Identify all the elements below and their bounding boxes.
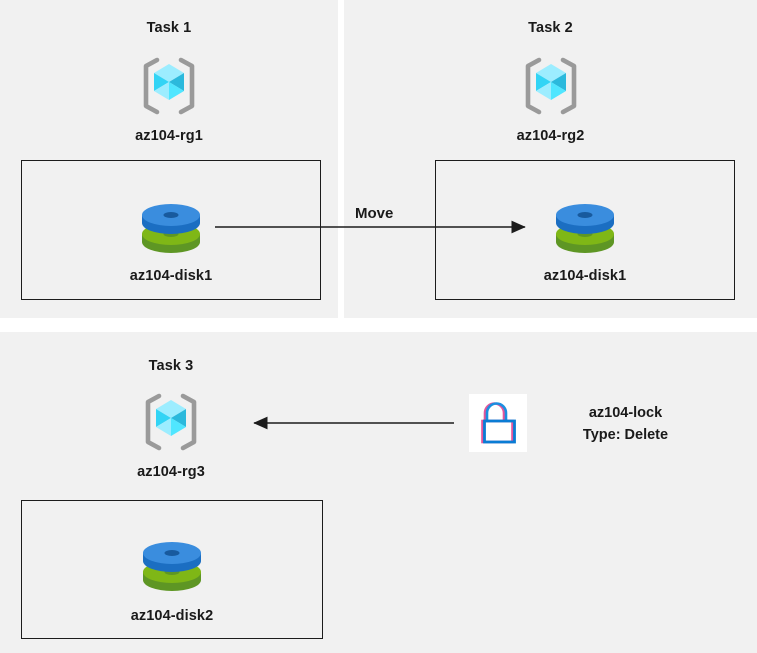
panel-task-1: Task 1 az104-rg1	[0, 0, 338, 318]
resource-group-label-3: az104-rg3	[137, 464, 205, 480]
resource-group-label-2: az104-rg2	[516, 128, 585, 144]
task-2-title: Task 2	[528, 20, 573, 36]
resource-label-task-3: az104-disk2	[130, 608, 214, 624]
move-arrow	[215, 220, 526, 234]
lock-arrow	[253, 416, 454, 430]
move-connector-label: Move	[355, 205, 394, 222]
lock-name-label: az104-lock	[588, 405, 663, 421]
lock-icon	[469, 394, 527, 452]
panel-task-2: Task 2 az104-rg2	[344, 0, 757, 318]
panel-task-3: Task 3 az104-rg3	[0, 332, 757, 653]
resource-label-task-2: az104-disk1	[543, 268, 627, 284]
task-3-title: Task 3	[148, 358, 194, 374]
resource-box-task-3	[21, 500, 323, 639]
resource-box-task-1	[21, 160, 321, 300]
azure-managed-disk-icon	[137, 198, 205, 258]
resource-box-task-2	[435, 160, 735, 300]
lock-type-label: Type: Delete	[582, 427, 669, 443]
azure-resource-group-icon	[139, 390, 203, 454]
resource-label-task-1: az104-disk1	[129, 268, 213, 284]
azure-resource-group-icon	[519, 54, 583, 118]
task-1-title: Task 1	[146, 20, 192, 36]
azure-managed-disk-icon	[138, 536, 206, 596]
azure-managed-disk-icon	[551, 198, 619, 258]
resource-group-label-1: az104-rg1	[135, 128, 203, 144]
azure-resource-group-icon	[137, 54, 201, 118]
